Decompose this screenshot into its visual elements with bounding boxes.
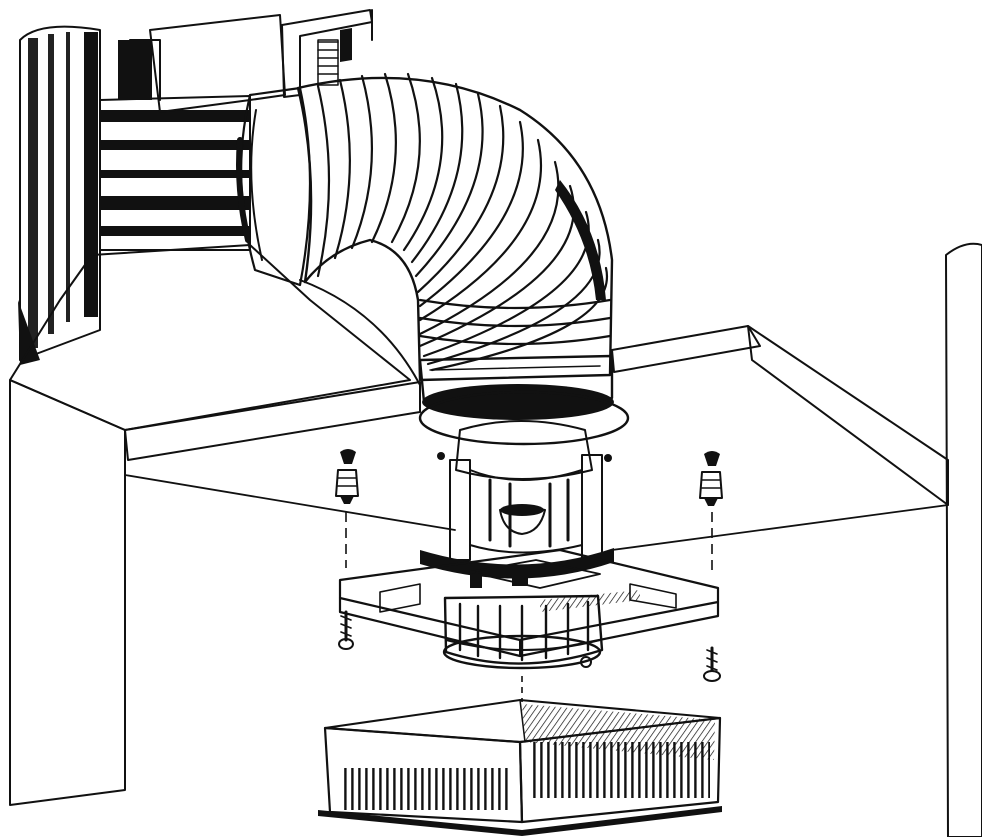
fan-housing (442, 594, 604, 670)
mounting-plate-icon (338, 548, 720, 658)
outlet-pipe-icon (18, 25, 251, 365)
ceiling-icon (9, 242, 982, 837)
power-cable (299, 279, 421, 386)
flexible-duct-icon (236, 72, 630, 446)
grille-icon (318, 699, 722, 836)
fan-motor-icon (420, 420, 614, 579)
bracket-icon (281, 9, 373, 98)
screw-icon (338, 512, 721, 682)
wall-plug-icon (335, 449, 723, 506)
